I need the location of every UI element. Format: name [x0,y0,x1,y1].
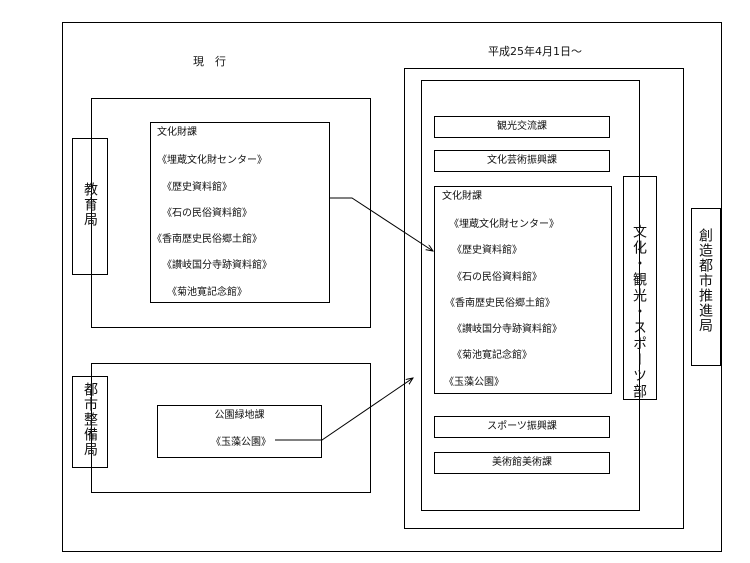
kyoiku-label: 教育局 [82,182,98,227]
bunka-kanko-label-box [623,176,657,400]
sports-box [434,416,610,438]
new-bunkazai-item: 《玉藻公園》 [444,377,504,388]
bijutsukan-label: 美術館美術課 [492,457,552,468]
new-bunkazai-title: 文化財課 [442,191,482,202]
bunka-geijutsu-box [434,150,610,172]
header-future: 平成25年4月1日～ [488,45,582,58]
kyoiku-item: 《歴史資料館》 [162,182,232,193]
kyoiku-item: 《讃岐国分寺跡資料館》 [162,260,272,271]
header-current: 現 行 [193,55,226,68]
new-bunkazai-item: 《石の民俗資料館》 [452,272,542,283]
new-bunkazai-item: 《埋蔵文化財センター》 [449,219,559,230]
kyoiku-item: 《埋蔵文化財センター》 [157,155,267,166]
new-bureau-box [404,68,684,529]
new-bunkazai-item: 《香南歴史民俗郷土館》 [445,298,555,309]
new-bunkazai-item: 《讃岐国分寺跡資料館》 [452,324,562,335]
kyoiku-item: 《香南歴史民俗郷土館》 [152,234,262,245]
kyoiku-bunkazai-box [150,122,330,303]
bijutsukan-box [434,452,610,474]
new-bunkazai-box [434,186,612,394]
new-dept-box [421,80,640,511]
toshi-label: 都市整備局 [82,382,98,457]
toshi-koen-title: 公園緑地課 [214,410,265,421]
bunka-geijutsu-label: 文化芸術振興課 [487,155,557,166]
new-bunkazai-item: 《歴史資料館》 [452,245,522,256]
kyoiku-item: 《菊池寛記念館》 [167,287,247,298]
kyoiku-bunkazai-title: 文化財課 [157,127,197,138]
kanko-box [434,116,610,138]
new-bunkazai-item: 《菊池寛記念館》 [452,350,532,361]
bunka-kanko-label: 文化・観光・スポーツ部 [631,224,647,400]
kyoiku-item: 《石の民俗資料館》 [162,208,252,219]
diagram-frame [62,22,722,552]
toshi-label-box [72,376,108,468]
kyoiku-label-box [72,138,108,275]
toshi-item: 《玉藻公園》 [211,437,271,448]
sozo-label-box [691,208,721,366]
sports-label: スポーツ振興課 [487,421,557,432]
sozo-label: 創造都市推進局 [697,228,713,333]
kanko-label: 観光交流課 [497,121,547,132]
